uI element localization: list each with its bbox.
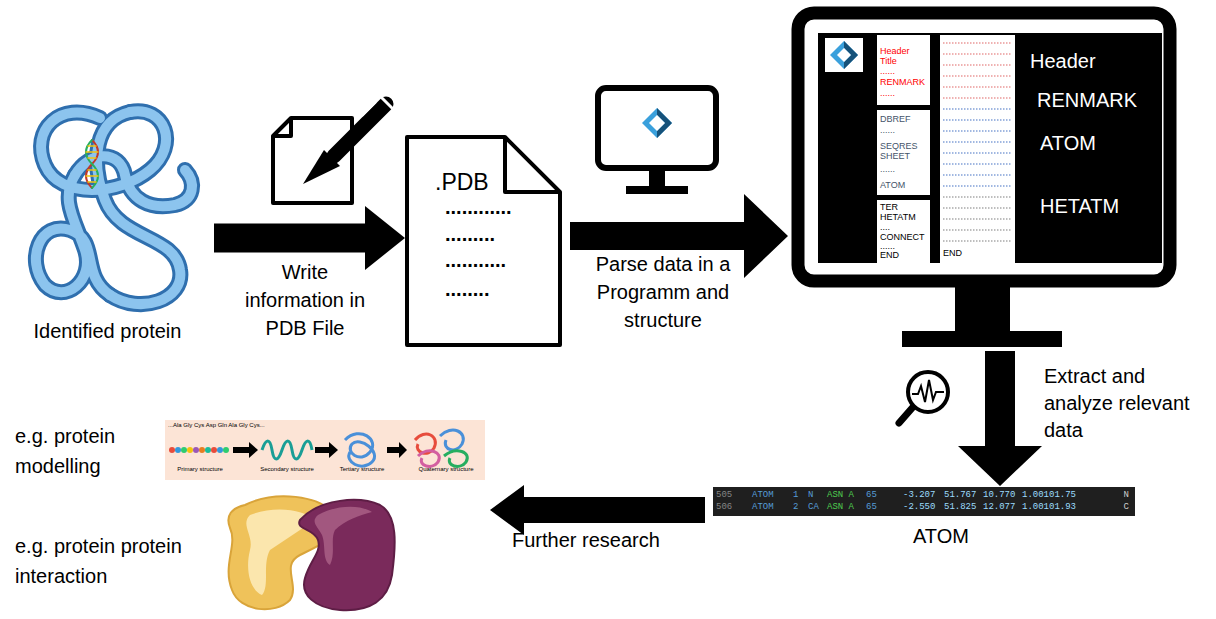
protein-structure-strip: [165, 420, 485, 480]
line-number: 505: [716, 490, 732, 500]
line-number: 506: [716, 502, 732, 512]
protein-illustration: [36, 111, 192, 304]
protein-node: Identified protein: [10, 100, 207, 350]
coord-z: 12.077: [983, 502, 1015, 512]
atom-name: N: [808, 490, 813, 500]
coord-x: -3.207: [903, 490, 935, 500]
research-applications: e.g. protein modelling e.g. protein prote…: [10, 415, 488, 615]
coord-z: 10.770: [983, 490, 1015, 500]
section-label: HETATM: [1040, 193, 1119, 219]
section-label: ATOM: [1040, 130, 1096, 156]
structure-label: Quaternary structure: [410, 466, 482, 473]
occupancy-bfactor: 1.00101.75: [1022, 490, 1076, 500]
coord-y: 51.825: [944, 502, 976, 512]
section-label: RENMARK: [1037, 87, 1137, 113]
atom-serial: 1: [793, 490, 798, 500]
block-arrow: [214, 206, 405, 270]
monitor-stand: [955, 287, 1010, 335]
record-name: RENMARK: [880, 78, 925, 88]
structure-label: Primary structure: [165, 466, 235, 473]
node-caption: Identified protein: [10, 318, 205, 344]
coord-x: -2.550: [903, 502, 935, 512]
protein-tube-outline: [36, 111, 192, 304]
element-symbol: N: [1124, 490, 1129, 500]
record-type: ATOM: [752, 502, 774, 512]
monitor-bezel: [798, 13, 1170, 281]
program-monitor-icon: [598, 88, 716, 194]
write-document-icon: [273, 97, 398, 203]
residue-chain: ASN A: [827, 502, 854, 512]
residue-chain: ASN A: [827, 490, 854, 500]
file-line: ............: [445, 197, 512, 217]
coordinate-panel: DBREF...... SEQRESSHEET...... ATOM: [877, 110, 930, 195]
arrow-label: Further research: [512, 528, 660, 552]
record-name: END: [880, 251, 899, 261]
record-name: TER: [880, 203, 898, 213]
structure-label: ...Ala Gly Cys Asp Gln Ala Gly Cys...: [168, 422, 265, 429]
monitor-screen: [818, 33, 1162, 263]
atom-record-snippet: 505ATOM1NASN A65-3.20751.76710.7701.0010…: [713, 487, 1135, 516]
dna-helix: [86, 140, 98, 188]
protein-interaction-illustration: [228, 496, 394, 610]
record-name: SEQRES: [880, 142, 918, 152]
element-symbol: C: [1124, 502, 1129, 512]
structure-label: Tertiary structure: [327, 466, 397, 473]
pdb-file: .PDB....................................…: [405, 135, 562, 347]
protein-tube: [36, 111, 192, 304]
file-line: .........: [445, 224, 495, 244]
monitor-base: [902, 331, 1062, 347]
primary-structure-beads: [169, 447, 229, 453]
arrow-label: Write information in PDB File: [230, 258, 380, 342]
coord-y: 51.767: [944, 490, 976, 500]
application-text: e.g. protein modelling: [15, 421, 160, 481]
record-name: SHEET: [880, 152, 910, 162]
file-line: ...........: [445, 250, 506, 270]
record-name: END: [943, 249, 962, 259]
magnifier-icon: [899, 372, 948, 423]
block-arrow: [490, 485, 705, 535]
record-name: ATOM: [880, 181, 905, 191]
program-monitor: HeaderRENMARKATOMHETATMHeaderTitle......…: [790, 5, 1180, 348]
tertiary-fold: [345, 434, 375, 466]
secondary-helix: [262, 441, 312, 459]
ellipsis: ......: [880, 165, 895, 175]
ellipsis: ......: [880, 89, 895, 99]
terminal-panel: TERHETATM....CONNECT......END: [877, 200, 930, 263]
quaternary-fold: [415, 430, 467, 466]
record-name: HETATM: [880, 213, 916, 223]
residue-number: 65: [866, 502, 877, 512]
record-name: Header: [880, 47, 910, 57]
record-type: ATOM: [752, 490, 774, 500]
header-panel: HeaderTitle......RENMARK......: [877, 35, 930, 105]
program-logo: [825, 38, 863, 72]
block-arrow: [958, 351, 1042, 486]
file-line: ........: [445, 279, 489, 299]
residue-number: 65: [866, 490, 877, 500]
arrow-label: Extract and analyze relevant data: [1044, 363, 1212, 444]
application-text: e.g. protein protein interaction: [15, 531, 225, 591]
ellipsis: ......: [880, 67, 895, 77]
record-name: Title: [880, 57, 897, 67]
level-arrows: [233, 442, 407, 458]
structure-label: Secondary structure: [252, 466, 322, 473]
atom-name: CA: [808, 502, 819, 512]
section-label: Header: [1030, 48, 1096, 74]
ellipsis: ....: [880, 223, 890, 233]
occupancy-bfactor: 1.00101.93: [1022, 502, 1076, 512]
file-content-panel: END: [940, 35, 1015, 263]
ellipsis: ......: [880, 126, 895, 136]
arrow-label: Parse data in a Programm and structure: [583, 250, 743, 334]
atom-serial: 2: [793, 502, 798, 512]
file-extension: .PDB: [435, 168, 489, 198]
record-dotted-lines: [940, 35, 1015, 263]
snippet-caption: ATOM: [913, 523, 969, 549]
record-name: DBREF: [880, 115, 911, 125]
